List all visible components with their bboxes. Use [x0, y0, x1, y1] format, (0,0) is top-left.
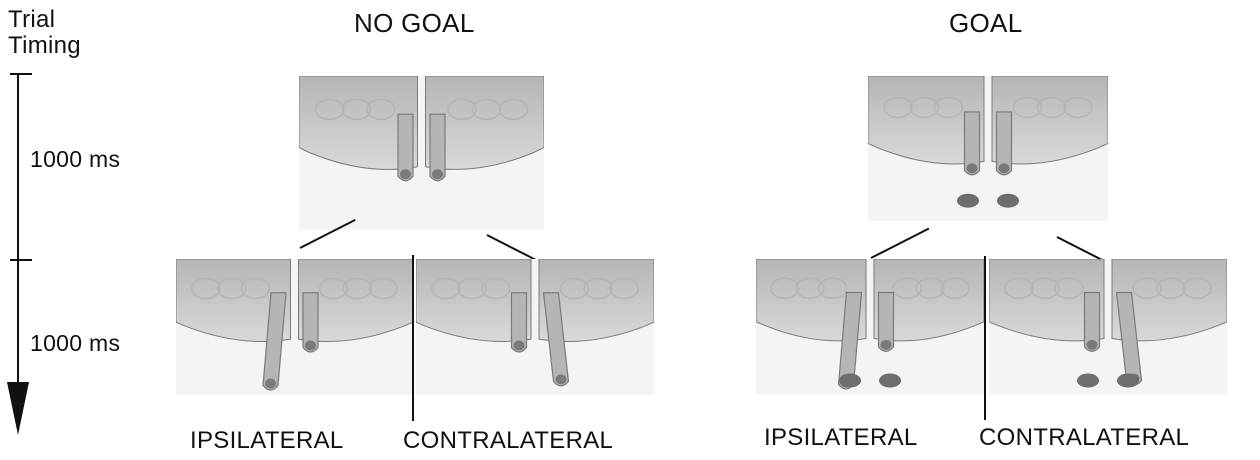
connector-line	[487, 234, 540, 262]
timeline-interval-1: 1000 ms	[30, 146, 120, 173]
timeline-arrowhead	[7, 382, 29, 435]
hands-image	[299, 76, 544, 230]
timeline-title-line2: Timing	[8, 32, 81, 60]
hands-image	[756, 259, 984, 394]
goal-contralateral-photo	[989, 259, 1227, 394]
timeline-axis	[0, 60, 40, 460]
hands-image	[989, 259, 1227, 394]
hands-image	[176, 259, 413, 395]
timeline-title-line1: Trial	[8, 6, 55, 34]
divider-line	[984, 256, 986, 420]
no-goal-ipsilateral-photo	[176, 259, 413, 395]
timeline-interval-2: 1000 ms	[30, 330, 120, 357]
heading-goal: GOAL	[949, 8, 1022, 39]
no-goal-contralateral-label: CONTRALATERAL	[403, 427, 613, 455]
connector-line	[871, 228, 930, 259]
no-goal-ipsilateral-label: IPSILATERAL	[190, 427, 344, 455]
heading-no-goal: NO GOAL	[354, 8, 475, 39]
hands-image	[416, 259, 654, 395]
goal-ipsilateral-photo	[756, 259, 984, 394]
goal-ipsilateral-label: IPSILATERAL	[764, 424, 918, 452]
divider-line	[412, 255, 414, 421]
goal-contralateral-label: CONTRALATERAL	[979, 424, 1189, 452]
hands-image	[868, 76, 1108, 221]
goal-baseline-photo	[868, 76, 1108, 221]
no-goal-contralateral-photo	[416, 259, 654, 395]
no-goal-baseline-photo	[299, 76, 544, 230]
